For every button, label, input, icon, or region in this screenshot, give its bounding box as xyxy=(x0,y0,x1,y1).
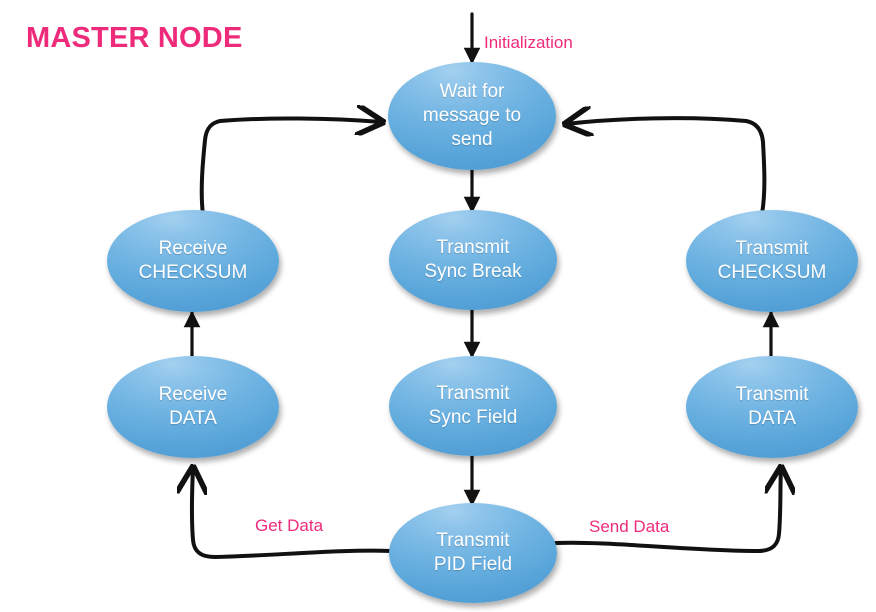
node-transmit-sync-field[interactable]: Transmit Sync Field xyxy=(389,356,557,456)
edge-label-send-data: Send Data xyxy=(589,517,670,536)
node-transmit-sync-break[interactable]: Transmit Sync Break xyxy=(389,210,557,310)
node-transmit-checksum-label-line2: CHECKSUM xyxy=(717,262,827,283)
edge-pidfield-to-txdata xyxy=(554,468,781,553)
node-receive-data-label-line2: DATA xyxy=(169,408,217,429)
node-receive-checksum[interactable]: Receive CHECKSUM xyxy=(107,210,279,312)
node-receive-data-label-line1: Receive xyxy=(158,383,228,405)
node-transmit-pid-field-label-line2: PID Field xyxy=(433,554,513,575)
node-transmit-pid-field-label-line1: Transmit xyxy=(436,529,510,551)
node-transmit-pid-field[interactable]: Transmit PID Field xyxy=(389,503,557,603)
node-transmit-sync-break-label-line2: Sync Break xyxy=(424,261,522,282)
node-receive-checksum-label-line1: Receive xyxy=(158,237,228,259)
node-transmit-data-label-line1: Transmit xyxy=(735,383,809,405)
node-transmit-sync-field-label-line1: Transmit xyxy=(436,382,510,404)
node-wait-label-line3: send xyxy=(451,129,493,151)
edge-txchecksum-to-wait xyxy=(566,118,767,216)
node-transmit-data[interactable]: Transmit DATA xyxy=(686,356,858,458)
edge-label-initialization: Initialization xyxy=(484,33,573,52)
edge-pidfield-to-rxdata xyxy=(192,468,393,559)
edge-rxchecksum-to-wait xyxy=(199,118,382,217)
node-wait-label-line2: message to xyxy=(422,104,522,126)
page-title: MASTER NODE xyxy=(26,22,243,54)
node-receive-data[interactable]: Receive DATA xyxy=(107,356,279,458)
node-transmit-checksum[interactable]: Transmit CHECKSUM xyxy=(686,210,858,312)
node-wait-for-message[interactable]: Wait for message to send xyxy=(388,62,556,170)
node-transmit-checksum-label-line1: Transmit xyxy=(735,237,809,259)
edge-label-get-data: Get Data xyxy=(255,516,324,535)
node-wait-label-line1: Wait for xyxy=(439,80,505,102)
node-receive-checksum-label-line2: CHECKSUM xyxy=(138,262,248,283)
node-transmit-sync-break-label-line1: Transmit xyxy=(436,236,510,258)
node-transmit-sync-field-label-line2: Sync Field xyxy=(428,407,518,428)
node-transmit-data-label-line2: DATA xyxy=(748,408,796,429)
